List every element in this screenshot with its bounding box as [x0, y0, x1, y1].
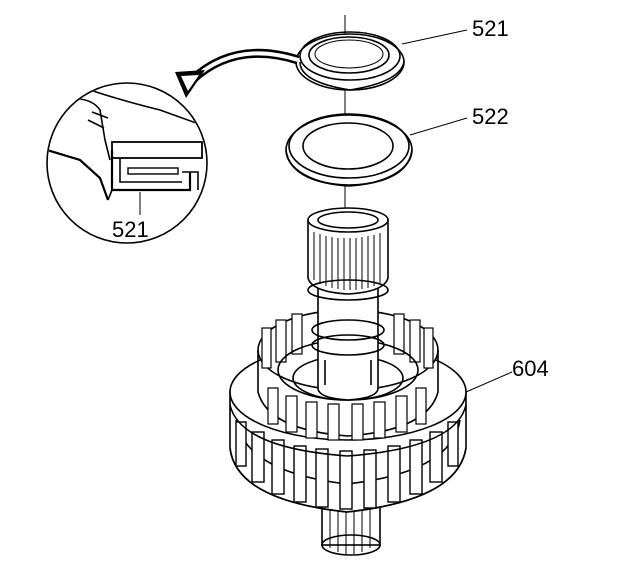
callout-521: 521 — [472, 16, 509, 41]
washer-522 — [285, 113, 413, 187]
callout-522: 522 — [472, 104, 509, 129]
callout-604: 604 — [512, 356, 549, 381]
callout-521-detail: 521 — [112, 217, 149, 242]
detail-magnifier: 521 — [46, 82, 208, 244]
leader-line-604 — [465, 371, 513, 393]
leader-line-521 — [401, 29, 468, 45]
leader-line-522 — [409, 117, 468, 136]
seal-ring-521 — [295, 31, 405, 91]
gear-assembly-604 — [229, 207, 467, 556]
detail-arrow — [175, 48, 300, 98]
